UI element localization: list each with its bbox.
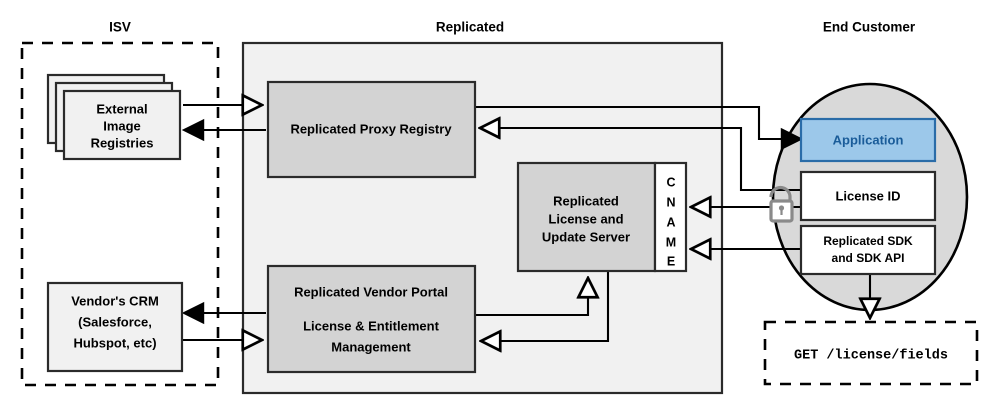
proxy-registry-label: Replicated Proxy Registry xyxy=(290,121,452,136)
cname-letter-a: A xyxy=(666,215,675,229)
license-id-label: License ID xyxy=(835,188,900,203)
replicated-proxy-registry-node[interactable]: Replicated Proxy Registry xyxy=(266,80,477,179)
proxy-registry-box xyxy=(266,80,477,179)
registries-label-line-1: External xyxy=(96,101,147,116)
vendor-portal-box xyxy=(266,264,477,374)
cname-box xyxy=(653,161,688,273)
connector-proxy-to-application xyxy=(475,105,801,139)
application-box xyxy=(799,117,937,163)
crm-label-line-3: Hubspot, etc) xyxy=(73,335,156,350)
cname-letter-n: N xyxy=(666,195,675,209)
cname-letter-e: E xyxy=(667,254,675,268)
cname-letter-m: M xyxy=(666,235,676,249)
connector-license-server-to-portal xyxy=(481,272,610,341)
license-server-label-line-2: License and xyxy=(548,211,623,226)
crm-label-line-2: (Salesforce, xyxy=(78,314,152,329)
crm-label-line-1: Vendor's CRM xyxy=(71,293,159,308)
vendors-crm-node[interactable]: Vendor's CRM (Salesforce, Hubspot, etc) xyxy=(46,281,184,373)
replicated-vendor-portal-node[interactable]: Replicated Vendor Portal License & Entit… xyxy=(266,264,477,374)
application-label: Application xyxy=(833,132,904,147)
unlock-icon xyxy=(769,185,794,223)
zone-label-isv: ISV xyxy=(109,20,131,35)
replicated-license-update-server-node[interactable]: Replicated License and Update Server xyxy=(516,161,657,273)
vendor-portal-label-line-1: Replicated Vendor Portal xyxy=(294,284,448,299)
connector-layer xyxy=(183,105,870,341)
registry-stack-front xyxy=(62,89,182,161)
isv-zone-boundary xyxy=(20,41,220,387)
license-server-label-line-1: Replicated xyxy=(553,193,619,208)
license-id-node[interactable]: License ID xyxy=(799,170,937,222)
api-endpoint-box xyxy=(763,320,979,386)
cname-node[interactable]: C N A M E xyxy=(653,161,688,273)
zone-label-replicated: Replicated xyxy=(436,20,504,35)
replicated-sdk-node[interactable]: Replicated SDK and SDK API xyxy=(799,224,937,276)
external-image-registries-node[interactable]: External Image Registries xyxy=(46,73,182,161)
license-server-label-line-3: Update Server xyxy=(542,229,630,244)
zone-label-end-customer: End Customer xyxy=(823,20,916,35)
connector-application-to-proxy xyxy=(480,128,801,192)
license-id-box xyxy=(799,170,937,222)
vendors-crm-box xyxy=(46,281,184,373)
sdk-label-line-2: and SDK API xyxy=(832,251,905,265)
replicated-sdk-box xyxy=(799,224,937,276)
registries-label-line-2: Image xyxy=(103,118,141,133)
vendor-portal-label-line-2: License & Entitlement xyxy=(303,318,439,333)
vendor-portal-label-line-3: Management xyxy=(331,339,411,354)
license-server-box xyxy=(516,161,657,273)
sdk-label-line-1: Replicated SDK xyxy=(823,234,913,248)
cname-letter-c: C xyxy=(666,175,675,189)
api-endpoint-node[interactable]: GET /license/fields xyxy=(763,320,979,386)
api-endpoint-label: GET /license/fields xyxy=(794,349,948,364)
connector-portal-to-license-server xyxy=(475,278,588,317)
application-node[interactable]: Application xyxy=(799,117,937,163)
registries-label-line-3: Registries xyxy=(91,135,154,150)
